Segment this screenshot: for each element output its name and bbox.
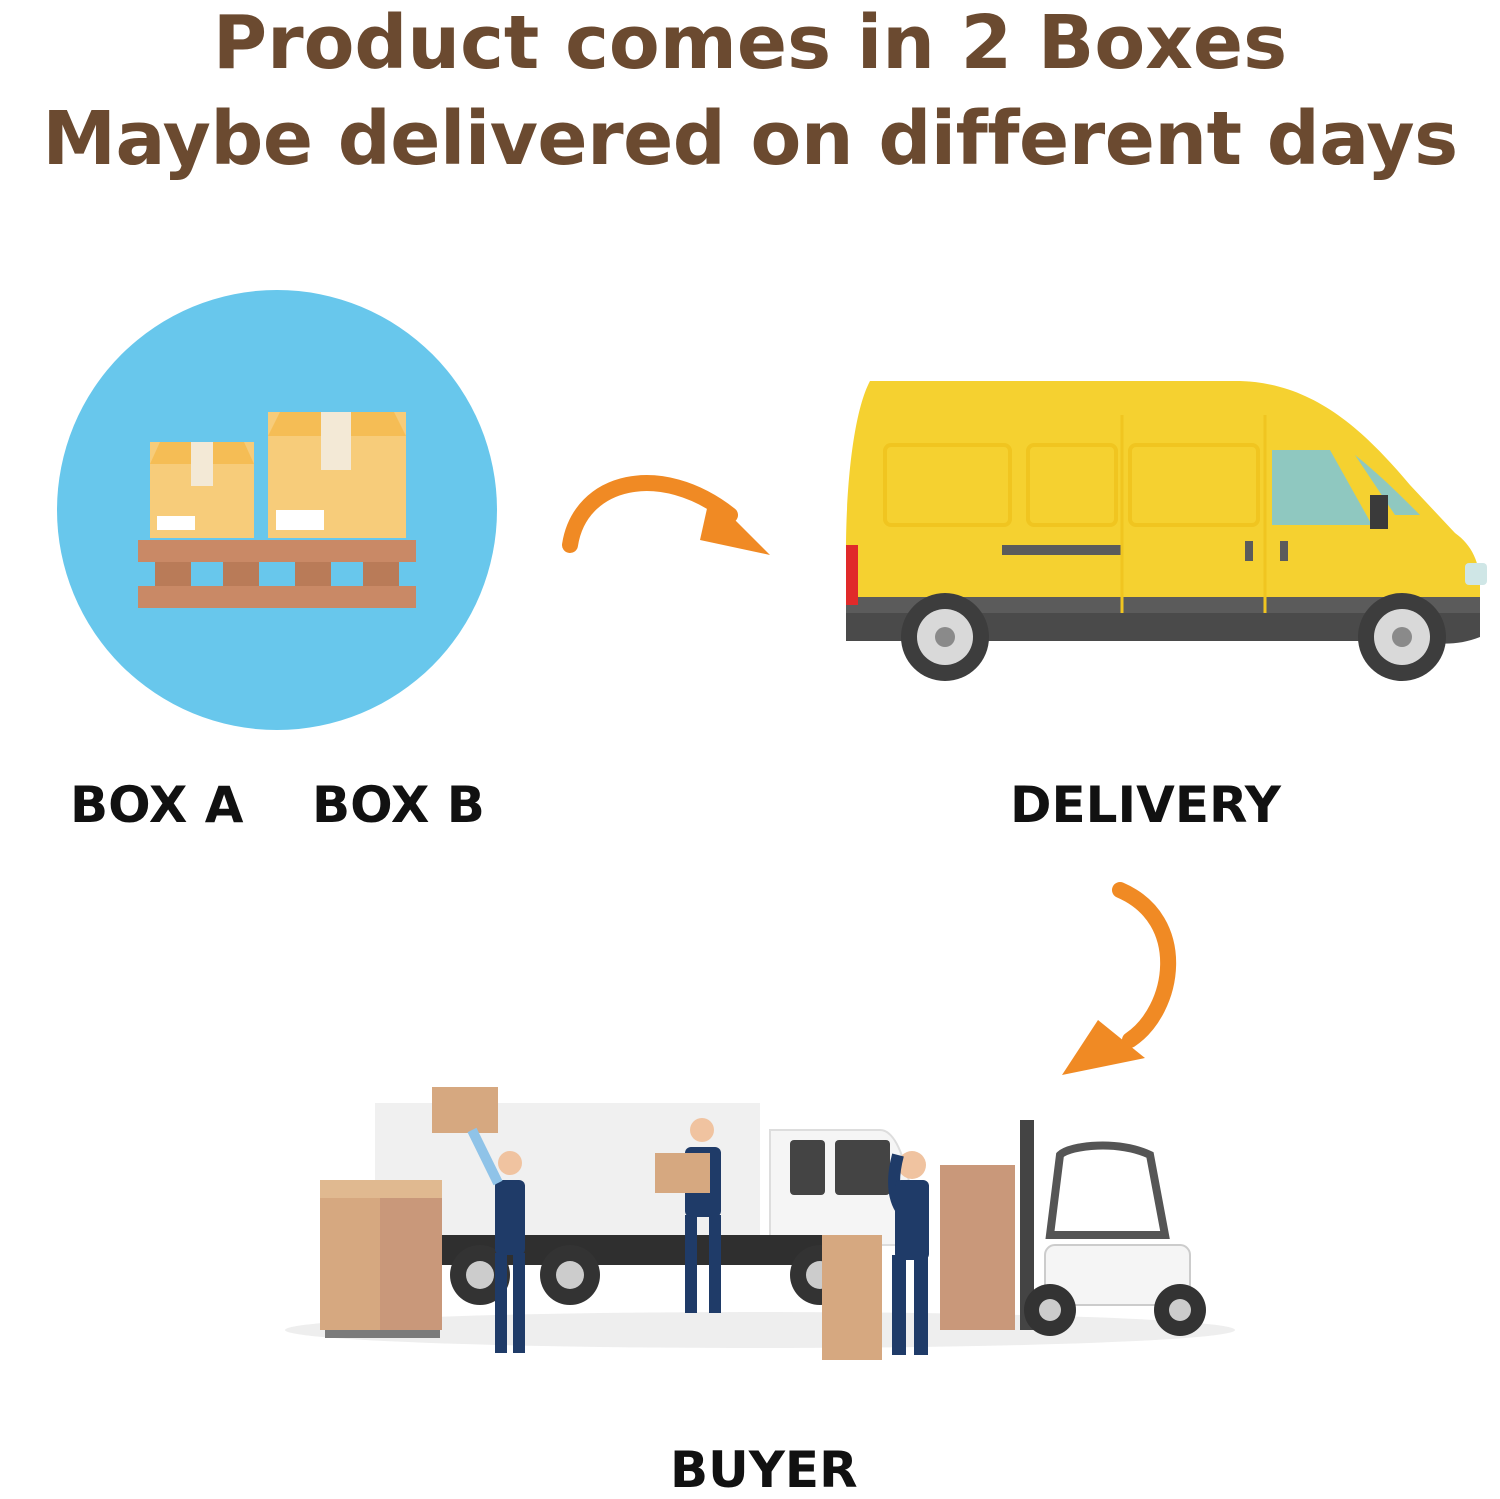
delivery-label: DELIVERY	[1010, 776, 1281, 834]
boxes-pallet-icon	[57, 290, 497, 730]
curved-arrow-icon	[562, 475, 770, 555]
box-b-label: BOX B	[312, 776, 485, 834]
curved-arrow-icon	[1062, 882, 1177, 1075]
headline-line-2: Maybe delivered on different days	[42, 96, 1458, 182]
box-a-label: BOX A	[70, 776, 244, 834]
headline-line-1: Product comes in 2 Boxes	[212, 0, 1288, 86]
warehouse-workers-scene	[285, 1087, 1235, 1360]
buyer-label: BUYER	[670, 1441, 858, 1499]
delivery-van-icon	[846, 381, 1487, 681]
